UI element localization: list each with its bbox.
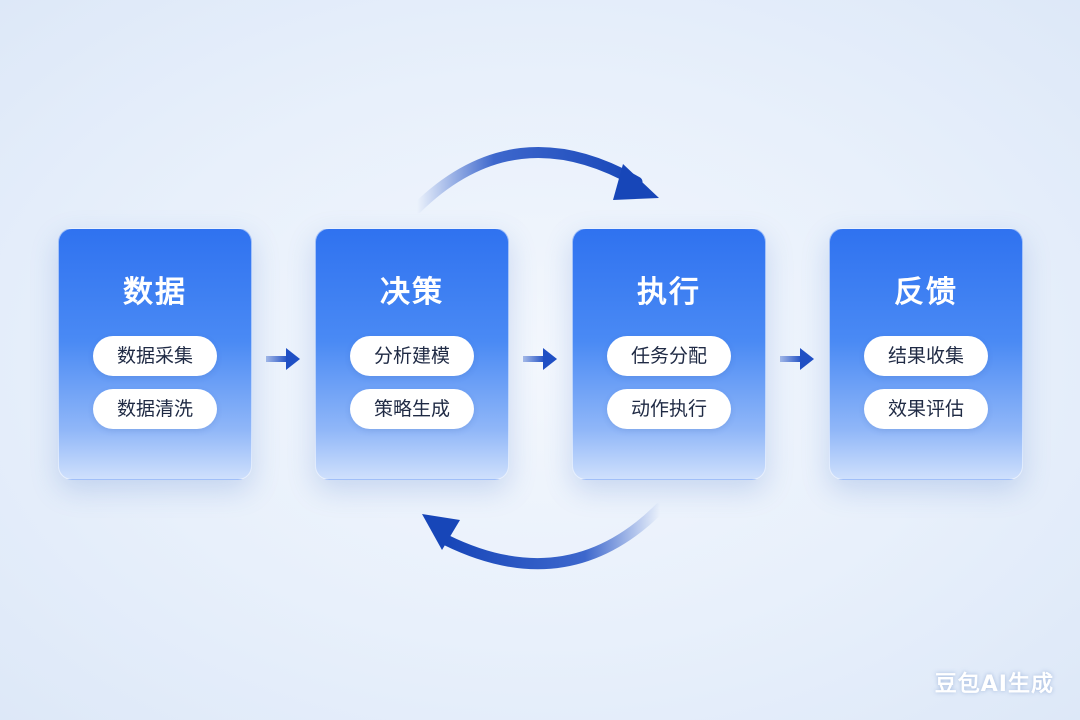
watermark: 豆包AI生成 <box>934 672 1054 697</box>
stage-item: 数据采集 <box>93 336 217 376</box>
stage-card-data: 数据 数据采集 数据清洗 <box>58 228 252 480</box>
arrow-right-icon <box>780 348 814 370</box>
curved-arrow-right-icon <box>411 147 659 214</box>
stage-item: 数据清洗 <box>93 389 217 429</box>
stage-title: 决策 <box>380 275 444 310</box>
stage-item: 结果收集 <box>864 336 988 376</box>
arrow-right-icon <box>266 348 300 370</box>
stage-item: 策略生成 <box>350 389 474 429</box>
stage-card-decision: 决策 分析建模 策略生成 <box>315 228 509 480</box>
stage-title: 数据 <box>123 275 187 310</box>
stage-item: 动作执行 <box>607 389 731 429</box>
stage-title: 执行 <box>637 275 701 310</box>
stage-card-feedback: 反馈 结果收集 效果评估 <box>829 228 1023 480</box>
stage-title: 反馈 <box>894 275 958 310</box>
stage-item: 分析建模 <box>350 336 474 376</box>
stage-item: 效果评估 <box>864 389 988 429</box>
arrow-right-icon <box>523 348 557 370</box>
curved-arrow-left-icon <box>422 502 666 570</box>
stage-item: 任务分配 <box>607 336 731 376</box>
stage-card-execution: 执行 任务分配 动作执行 <box>572 228 766 480</box>
